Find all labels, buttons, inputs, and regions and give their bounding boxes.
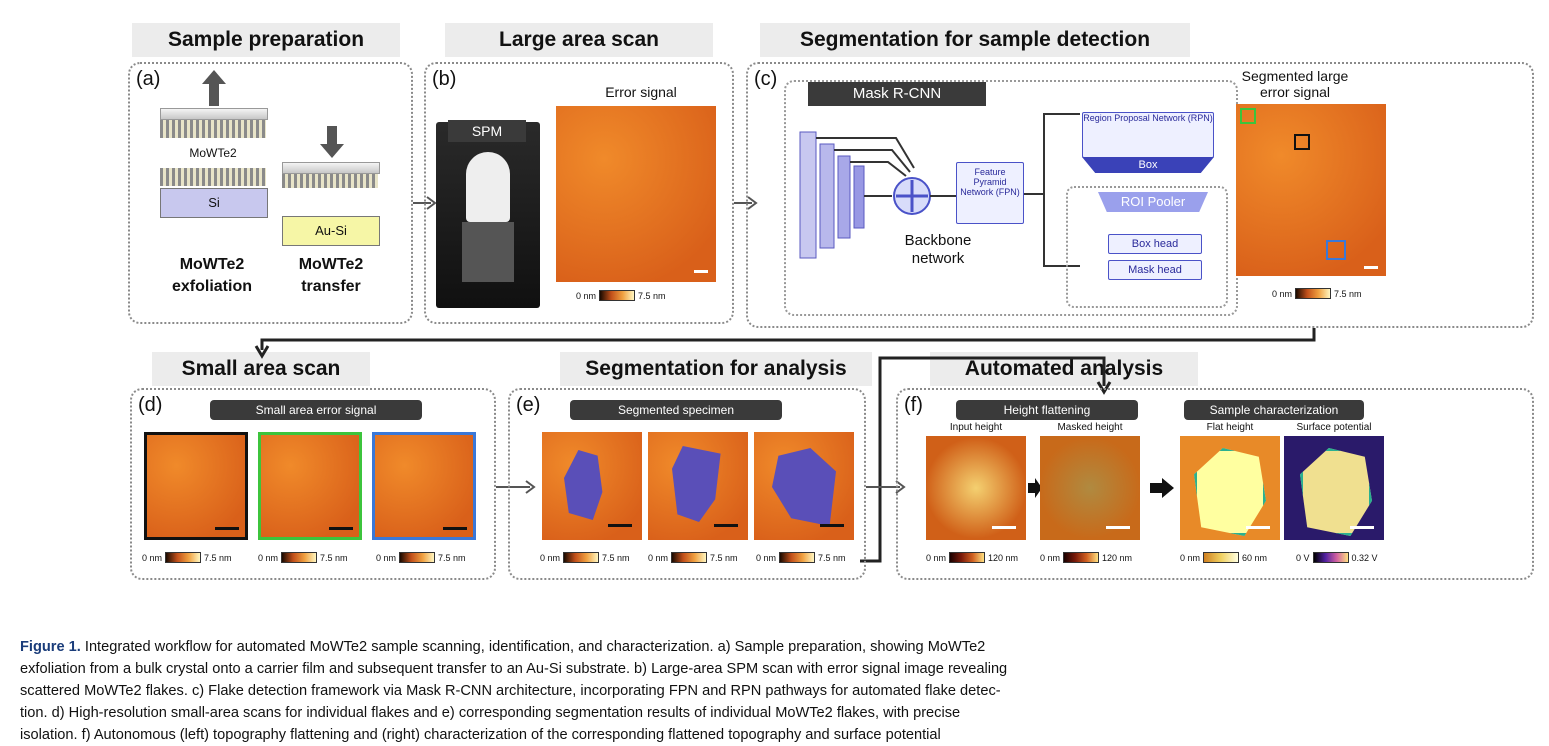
fpn-box: Feature Pyramid Network (FPN) (956, 162, 1024, 224)
roi-section (1066, 186, 1228, 308)
rpn-box: Region Proposal Network (RPN) (1082, 112, 1214, 158)
panel-f: (f) Height flattening Sample characteriz… (896, 388, 1534, 580)
panel-a-label: (a) (136, 68, 161, 90)
figure-caption: Figure 1. Integrated workflow for automa… (20, 636, 1529, 746)
caption-line-1: Integrated workflow for automated MoWTe2… (84, 639, 986, 655)
flat-height-image (1180, 436, 1280, 540)
small-scan-image-2 (258, 432, 362, 540)
caption-line-2: exfoliation from a bulk crystal onto a c… (20, 661, 1008, 677)
section-title-large-scan: Large area scan (445, 23, 713, 57)
section-title-small-scan: Small area scan (152, 352, 370, 386)
section-title-seg-detect: Segmentation for sample detection (760, 23, 1190, 57)
black-detection-box (1294, 134, 1310, 150)
arrow-d-e-icon (496, 480, 536, 494)
arrow-right-icon (1028, 478, 1042, 498)
caption-line-4: tion. d) High-resolution small-area scan… (20, 705, 961, 721)
arrow-right-icon (1150, 478, 1174, 498)
box-output: Box (1082, 157, 1214, 173)
surface-potential-label: Surface potential (1296, 422, 1372, 433)
surface-potential-image (1284, 436, 1384, 540)
caption-line-3: scattered MoWTe2 flakes. c) Flake detect… (20, 683, 1001, 699)
panel-d-label: (d) (138, 394, 163, 416)
ausi-substrate: Au-Si (282, 216, 380, 246)
arrow-a-b-icon (413, 196, 437, 210)
sample-char-title: Sample characterization (1184, 400, 1364, 420)
segmented-image-2 (648, 432, 748, 540)
carrier-film-2 (282, 162, 380, 174)
fpn-branch-lines (1024, 113, 1080, 267)
spm-instrument-image (436, 122, 540, 308)
mowte2-layer-label: MoWTe2 (189, 146, 237, 160)
section-title-sample-prep: Sample preparation (132, 23, 400, 57)
crystal-layer-2 (282, 174, 378, 188)
input-height-image (926, 436, 1026, 540)
workflow-connectors (254, 328, 1316, 359)
panel-c-label: (c) (754, 68, 778, 90)
roi-pooler: ROI Pooler (1098, 192, 1208, 212)
carrier-film (160, 108, 268, 120)
backbone-network-diagram (799, 131, 956, 259)
small-error-title: Small area error signal (210, 400, 422, 420)
press-arrow-icon (320, 126, 344, 158)
segmented-large-error-image (1236, 104, 1386, 276)
caption-line-5: isolation. f) Autonomous (left) topograp… (20, 727, 941, 743)
si-substrate: Si (160, 188, 268, 218)
workflow-connectors-2 (860, 356, 1112, 563)
segmented-image-3 (754, 432, 854, 540)
arrow-e-f-icon (866, 480, 906, 494)
section-title-seg-analysis: Segmentation for analysis (560, 352, 872, 386)
section-title-auto-analysis: Automated analysis (930, 352, 1198, 386)
flat-height-label: Flat height (1206, 422, 1254, 433)
caption-label: Figure 1. (20, 639, 81, 655)
segmented-image-1 (542, 432, 642, 540)
box-head: Box head (1108, 234, 1202, 254)
input-height-label: Input height (949, 422, 1003, 433)
mask-rcnn-title: Mask R-CNN (808, 82, 986, 106)
height-flattening-title: Height flattening (956, 400, 1138, 420)
masked-height-image (1040, 436, 1140, 540)
lift-arrow-icon (202, 70, 226, 106)
blue-detection-box (1326, 240, 1346, 260)
panel-f-label: (f) (904, 394, 923, 416)
scale-bar (1364, 266, 1378, 269)
small-scan-image-3 (372, 432, 476, 540)
segmented-specimen-title: Segmented specimen (570, 400, 782, 420)
panel-b-label: (b) (432, 68, 457, 90)
spm-label: SPM (448, 120, 526, 142)
panel-e-label: (e) (516, 394, 541, 416)
masked-height-label: Masked height (1057, 422, 1123, 433)
mask-head: Mask head (1108, 260, 1202, 280)
scale-bar (694, 270, 708, 273)
crystal-layer (160, 120, 266, 138)
green-detection-box (1240, 108, 1256, 124)
arrow-b-c-icon (734, 196, 758, 210)
small-scan-image-1 (144, 432, 248, 540)
large-error-signal-image (556, 106, 716, 282)
crystal-layer-bottom (160, 168, 266, 186)
error-signal-title: Error signal (605, 84, 677, 100)
